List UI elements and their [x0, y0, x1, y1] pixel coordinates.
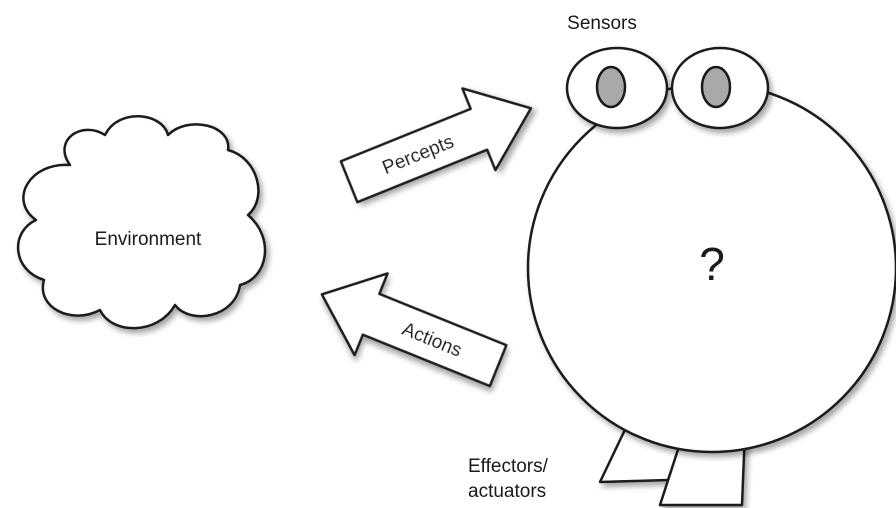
environment-cloud: [16, 115, 267, 330]
percepts-arrow: Percepts: [339, 87, 533, 204]
actions-arrow: Actions: [320, 272, 508, 388]
environment-label: Environment: [95, 229, 202, 250]
sensor-pupil-left: [595, 65, 627, 109]
agent-question-mark: ?: [699, 238, 725, 290]
effectors-label-line2: actuators: [468, 481, 546, 502]
sensors-label: Sensors: [567, 13, 637, 34]
sensor-pupil-right: [700, 65, 732, 109]
effectors-label-line1: Effectors/: [468, 456, 549, 477]
